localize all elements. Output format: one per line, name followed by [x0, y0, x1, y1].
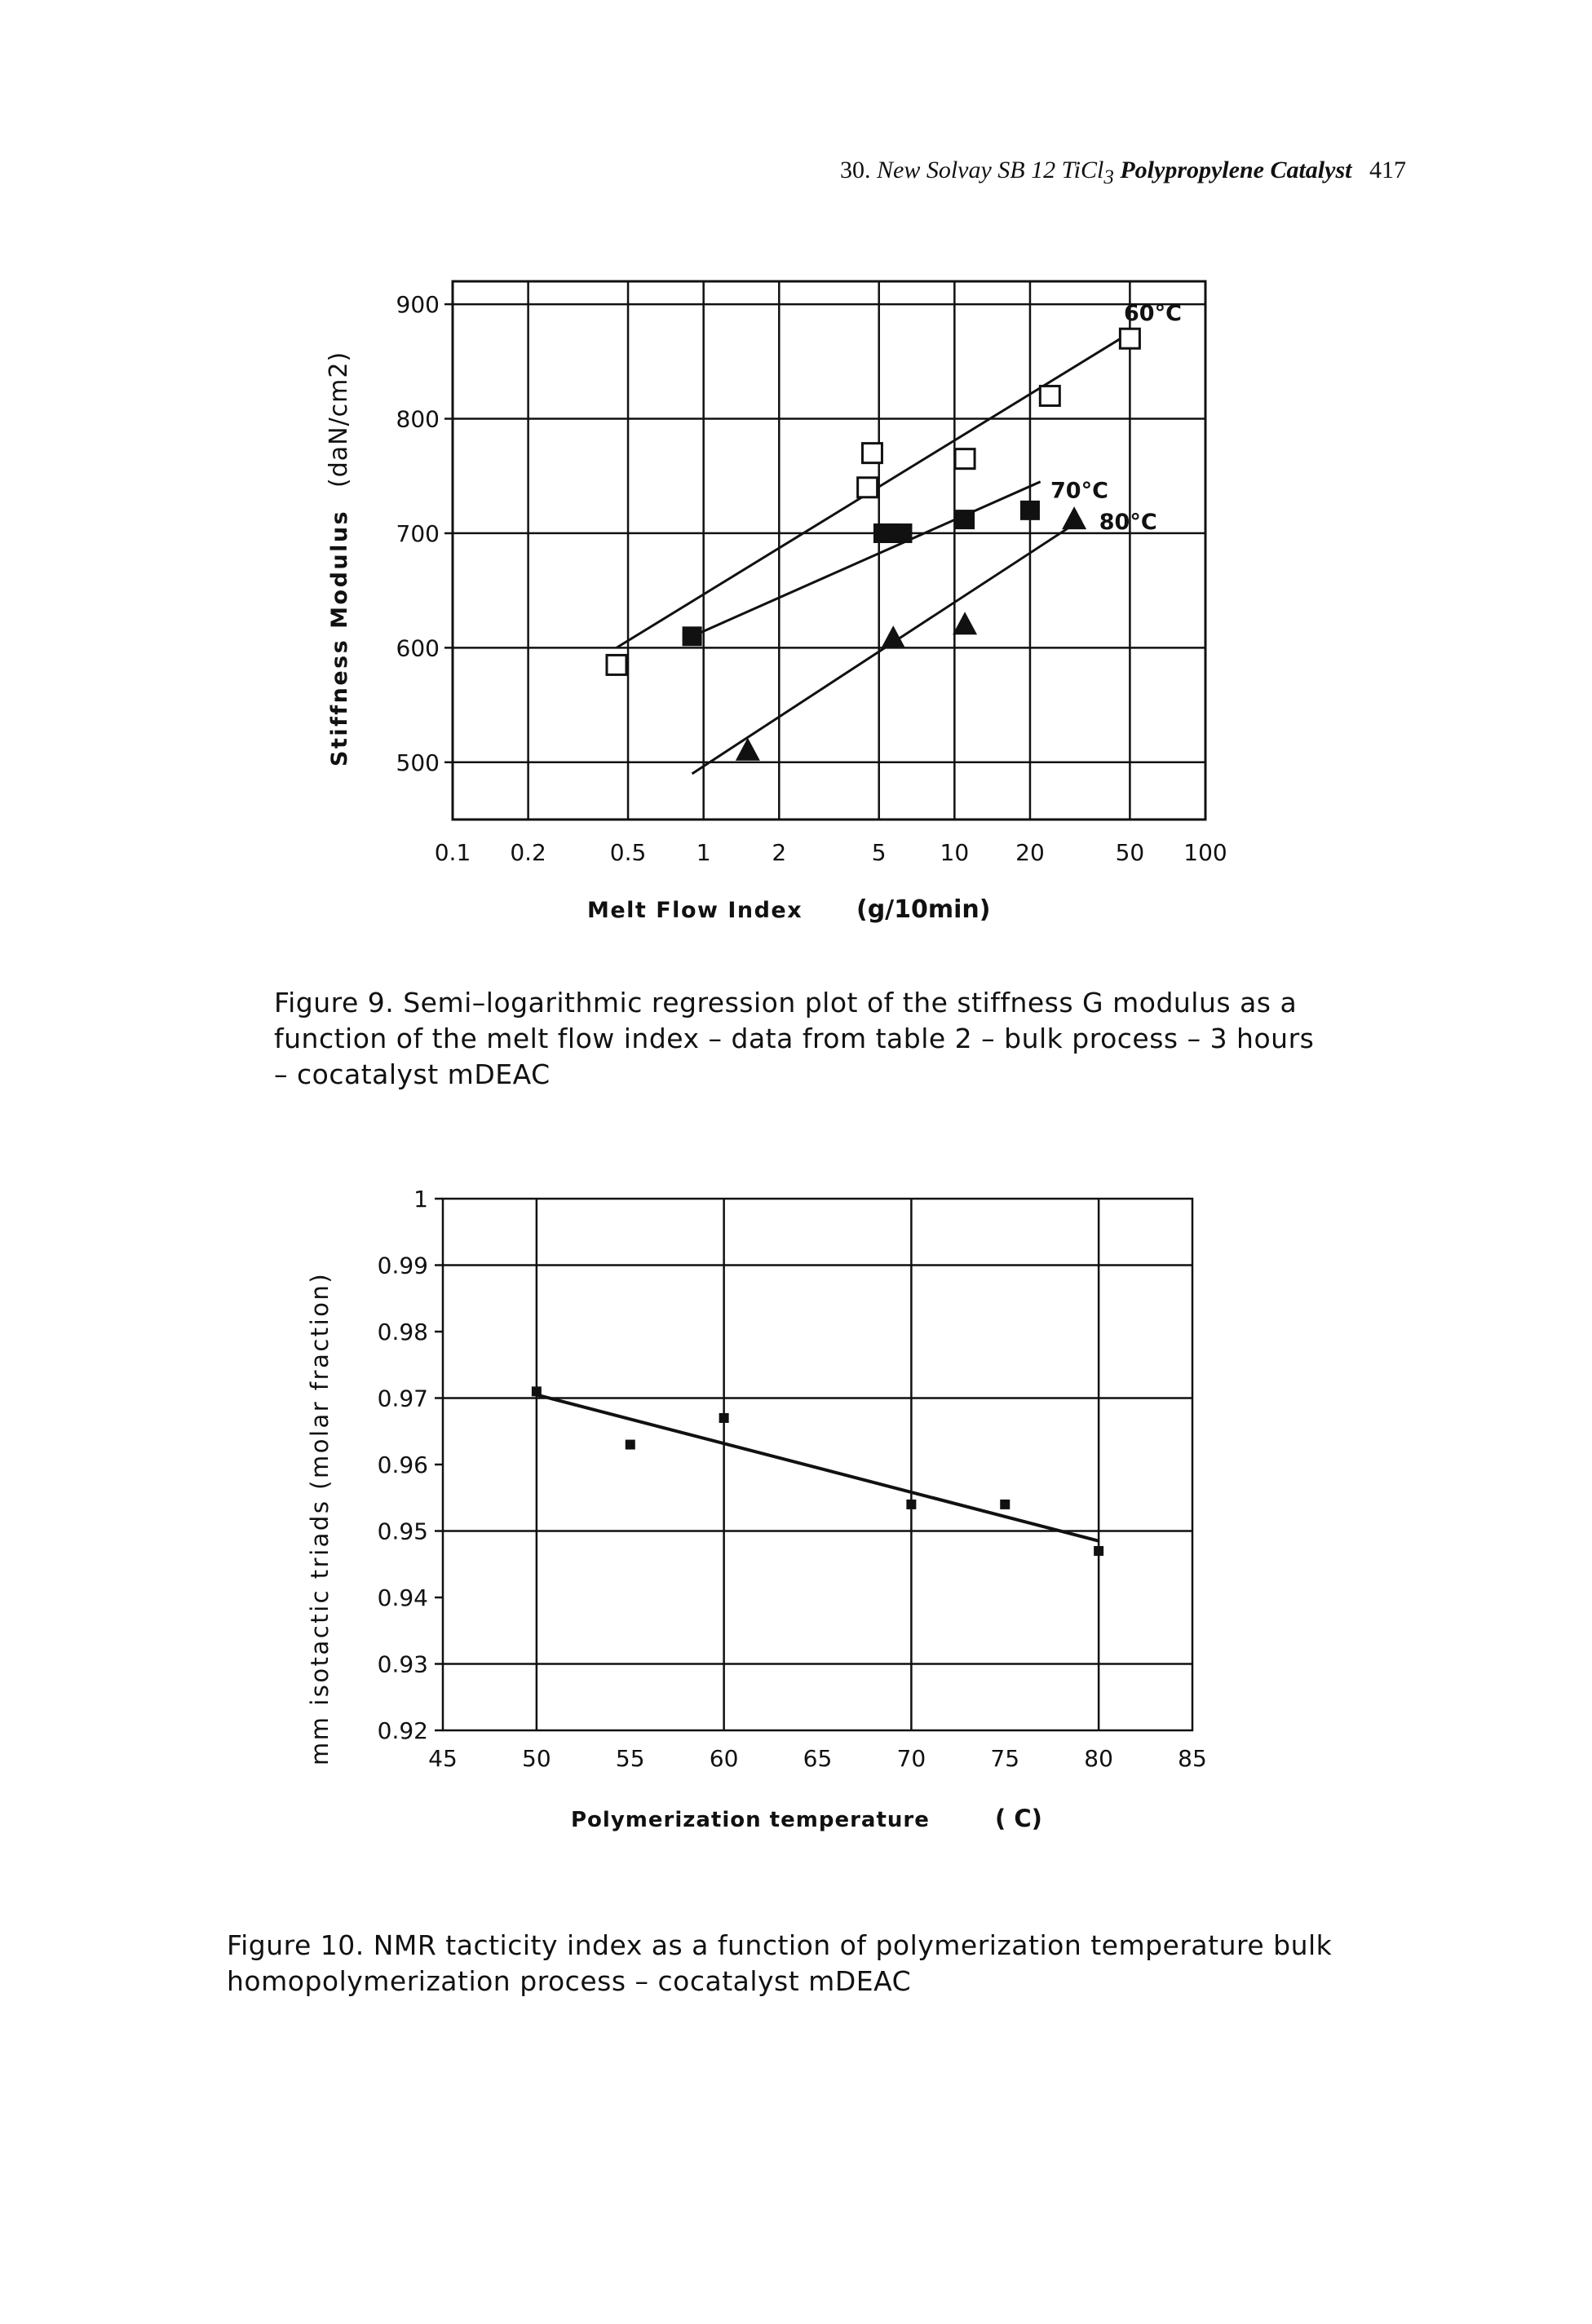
figure-9-y-axis-unit: (daN/cm2) [325, 351, 353, 488]
plot-frame [451, 280, 1207, 821]
y-tick-label: 900 [396, 291, 440, 318]
series-label-80c: 80°C [1099, 510, 1157, 535]
x-tick-label: 2 [772, 839, 786, 866]
x-tick-label: 0.1 [435, 839, 471, 866]
point-70c [1019, 500, 1040, 520]
figure-9-tick-labels: 0.1 0.2 0.5 1 2 5 10 20 50 100 500 600 700 800 900 [396, 291, 1227, 866]
data-point [1000, 1499, 1010, 1509]
figure-9-data-points [605, 327, 1141, 761]
data-point [625, 1439, 635, 1450]
x-tick-label: 45 [428, 1745, 458, 1772]
figure-10-x-axis-label: Polymerization temperature [571, 1808, 930, 1832]
series-label-60c: 60°C [1124, 301, 1182, 326]
y-tick-label: 0.97 [378, 1385, 428, 1412]
point-60c [953, 448, 976, 471]
point-70c [892, 523, 913, 543]
y-tick-label: 0.94 [378, 1584, 428, 1611]
y-tick-label: 0.99 [378, 1253, 428, 1279]
figure-9-chart: 0.1 0.2 0.5 1 2 5 10 20 50 100 500 600 700 800 900 60°… [325, 280, 1227, 924]
figure-10-data-points [531, 1386, 1104, 1556]
figure-10-caption: Figure 10. NMR tacticity index as a func… [227, 1929, 1333, 1997]
fit-line [536, 1393, 1099, 1543]
data-point [1094, 1545, 1104, 1556]
running-head-title: New Solvay SB 12 TiCl3 [877, 157, 1114, 188]
point-60c [1038, 384, 1061, 407]
figure-9-y-axis-label: Stiffness Modulus [327, 510, 352, 767]
point-80c [953, 612, 978, 635]
x-tick-label: 50 [1116, 839, 1145, 866]
x-tick-label: 5 [872, 839, 887, 866]
point-70c [955, 510, 975, 530]
y-tick-label: 0.93 [378, 1651, 428, 1678]
chapter-number: 30. [840, 157, 871, 183]
x-tick-label: 10 [940, 839, 970, 866]
point-80c [735, 737, 760, 761]
y-tick-label: 1 [413, 1186, 428, 1213]
plot-frame [441, 1197, 1194, 1732]
x-tick-label: 70 [897, 1745, 926, 1772]
x-tick-label: 65 [803, 1745, 833, 1772]
point-60c [860, 442, 883, 465]
figure-9-x-axis-unit: (g/10min) [856, 895, 991, 924]
point-80c [1062, 506, 1087, 530]
figure-9-caption: Figure 9. Semi–logarithmic regression pl… [274, 987, 1315, 1090]
y-tick-label: 500 [396, 749, 440, 776]
figure-10-y-axis-label: mm isotactic triads (molar fraction) [306, 1272, 334, 1765]
point-60c [605, 653, 628, 676]
running-head: 30. New Solvay SB 12 TiCl3 Polypropylene… [840, 157, 1460, 189]
y-tick-label: 700 [396, 520, 440, 547]
point-60c [856, 476, 879, 499]
x-tick-label: 85 [1178, 1745, 1207, 1772]
x-tick-label: 1 [696, 839, 711, 866]
running-head-title-text: New Solvay SB 12 TiCl [877, 157, 1104, 183]
page-number: 417 [1369, 157, 1406, 183]
x-tick-label: 55 [616, 1745, 645, 1772]
point-70c [682, 626, 702, 647]
y-tick-label: 0.95 [378, 1518, 428, 1545]
figure-10-chart: 45 50 55 60 65 70 75 80 85 0.92 0.93 0.94 0.95 0.96 0.… [306, 1186, 1207, 1832]
figure-10-tick-labels: 45 50 55 60 65 70 75 80 85 0.92 0.93 0.94 0.95 0.96 0.… [378, 1186, 1207, 1772]
running-head-title-bold: Polypropylene Catalyst [1120, 157, 1352, 183]
data-point [906, 1499, 917, 1509]
data-point [531, 1386, 542, 1397]
figure-10-grid [435, 1197, 1194, 1732]
x-tick-label: 100 [1183, 839, 1227, 866]
x-tick-label: 0.2 [510, 839, 546, 866]
x-tick-label: 20 [1015, 839, 1045, 866]
point-80c [881, 625, 906, 649]
x-tick-label: 60 [710, 1745, 739, 1772]
figure-9-grid [444, 280, 1207, 821]
x-tick-label: 75 [990, 1745, 1019, 1772]
y-tick-label: 0.92 [378, 1717, 428, 1744]
figure-9-series-labels: 60°C 70°C 80°C [1050, 301, 1182, 535]
figure-10-x-axis-unit: ( C) [995, 1805, 1042, 1832]
y-tick-label: 0.96 [378, 1451, 428, 1478]
fit-line-70c [691, 480, 1041, 638]
y-tick-label: 800 [396, 406, 440, 433]
figure-9-x-axis-label: Melt Flow Index [587, 898, 803, 923]
y-tick-label: 600 [396, 634, 440, 661]
x-tick-label: 50 [522, 1745, 551, 1772]
x-tick-label: 80 [1084, 1745, 1113, 1772]
y-tick-label: 0.98 [378, 1319, 428, 1345]
data-point [719, 1412, 729, 1423]
running-head-subscript: 3 [1103, 166, 1114, 188]
point-60c [1118, 327, 1141, 350]
figure-10-regression-line [536, 1393, 1099, 1543]
x-tick-label: 0.5 [610, 839, 647, 866]
series-label-70c: 70°C [1050, 479, 1108, 504]
